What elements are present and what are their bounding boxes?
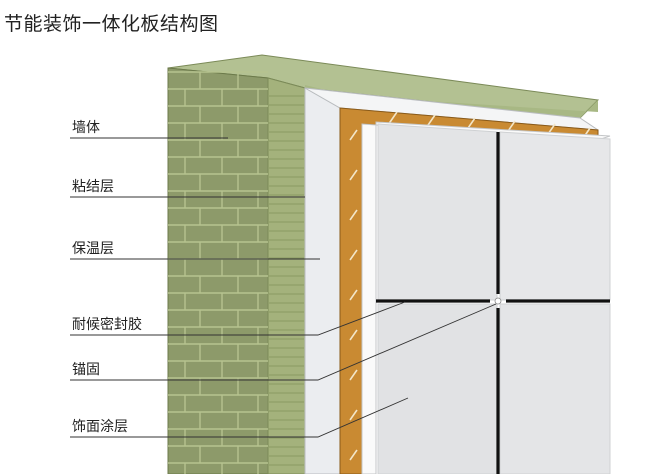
callout-anchor (70, 303, 497, 381)
label-anchor: 锚固 (72, 362, 100, 378)
label-insulation-layer: 保温层 (72, 241, 114, 257)
callout-sealant (70, 301, 406, 336)
panel-top-right (499, 131, 611, 301)
callout-lines (70, 137, 497, 438)
label-wall: 墙体 (72, 120, 100, 136)
profile-lines (269, 95, 304, 466)
label-adhesive-layer: 粘结层 (72, 179, 114, 195)
label-sealant: 耐候密封胶 (72, 317, 142, 333)
page-title: 节能装饰一体化板结构图 (4, 13, 219, 35)
label-coating: 饰面涂层 (72, 419, 128, 435)
panel-grid (377, 123, 611, 474)
callout-coating (70, 397, 409, 438)
panel-bottom-right (499, 303, 611, 474)
sealant-joints (376, 132, 610, 474)
panel-bottom-left (377, 303, 498, 474)
anchor-point (494, 297, 502, 305)
wall-front-face (167, 67, 269, 474)
panel-top-left (377, 123, 498, 301)
adhesive-layer (304, 87, 341, 474)
